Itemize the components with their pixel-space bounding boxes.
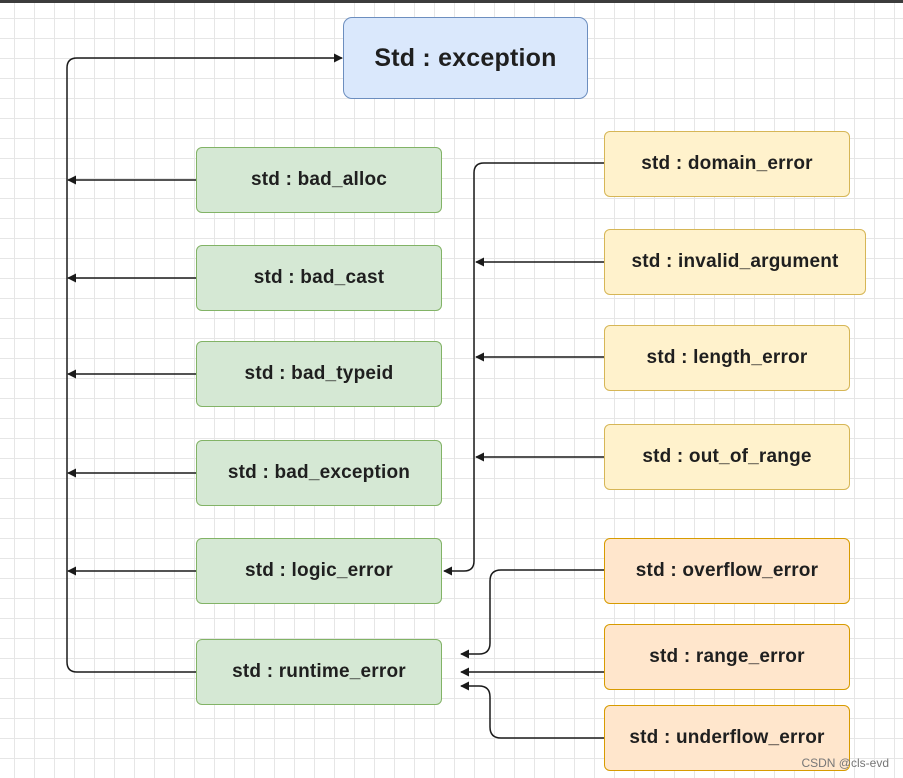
edge-underflow-error-to-runtime-error — [460, 681, 605, 739]
node-out-of-range[interactable]: std : out_of_range — [604, 424, 850, 490]
node-runtime-error[interactable]: std : runtime_error — [196, 639, 442, 705]
node-range-error[interactable]: std : range_error — [604, 624, 850, 690]
watermark-text: CSDN @cls-evd — [801, 756, 889, 770]
node-domain-error[interactable]: std : domain_error — [604, 131, 850, 197]
edge-domain-error-to-logic-error — [443, 162, 605, 576]
node-bad-typeid[interactable]: std : bad_typeid — [196, 341, 442, 407]
node-length-error[interactable]: std : length_error — [604, 325, 850, 391]
node-bad-exception[interactable]: std : bad_exception — [196, 440, 442, 506]
node-invalid-argument[interactable]: std : invalid_argument — [604, 229, 866, 295]
node-underflow-error[interactable]: std : underflow_error — [604, 705, 850, 771]
node-logic-error[interactable]: std : logic_error — [196, 538, 442, 604]
node-bad-alloc[interactable]: std : bad_alloc — [196, 147, 442, 213]
edge-overflow-error-to-runtime-error — [460, 569, 605, 659]
node-overflow-error[interactable]: std : overflow_error — [604, 538, 850, 604]
node-std-exception[interactable]: Std : exception — [343, 17, 588, 99]
edge-runtime-error-to-root — [66, 53, 343, 673]
node-bad-cast[interactable]: std : bad_cast — [196, 245, 442, 311]
window-top-bar — [0, 0, 903, 3]
